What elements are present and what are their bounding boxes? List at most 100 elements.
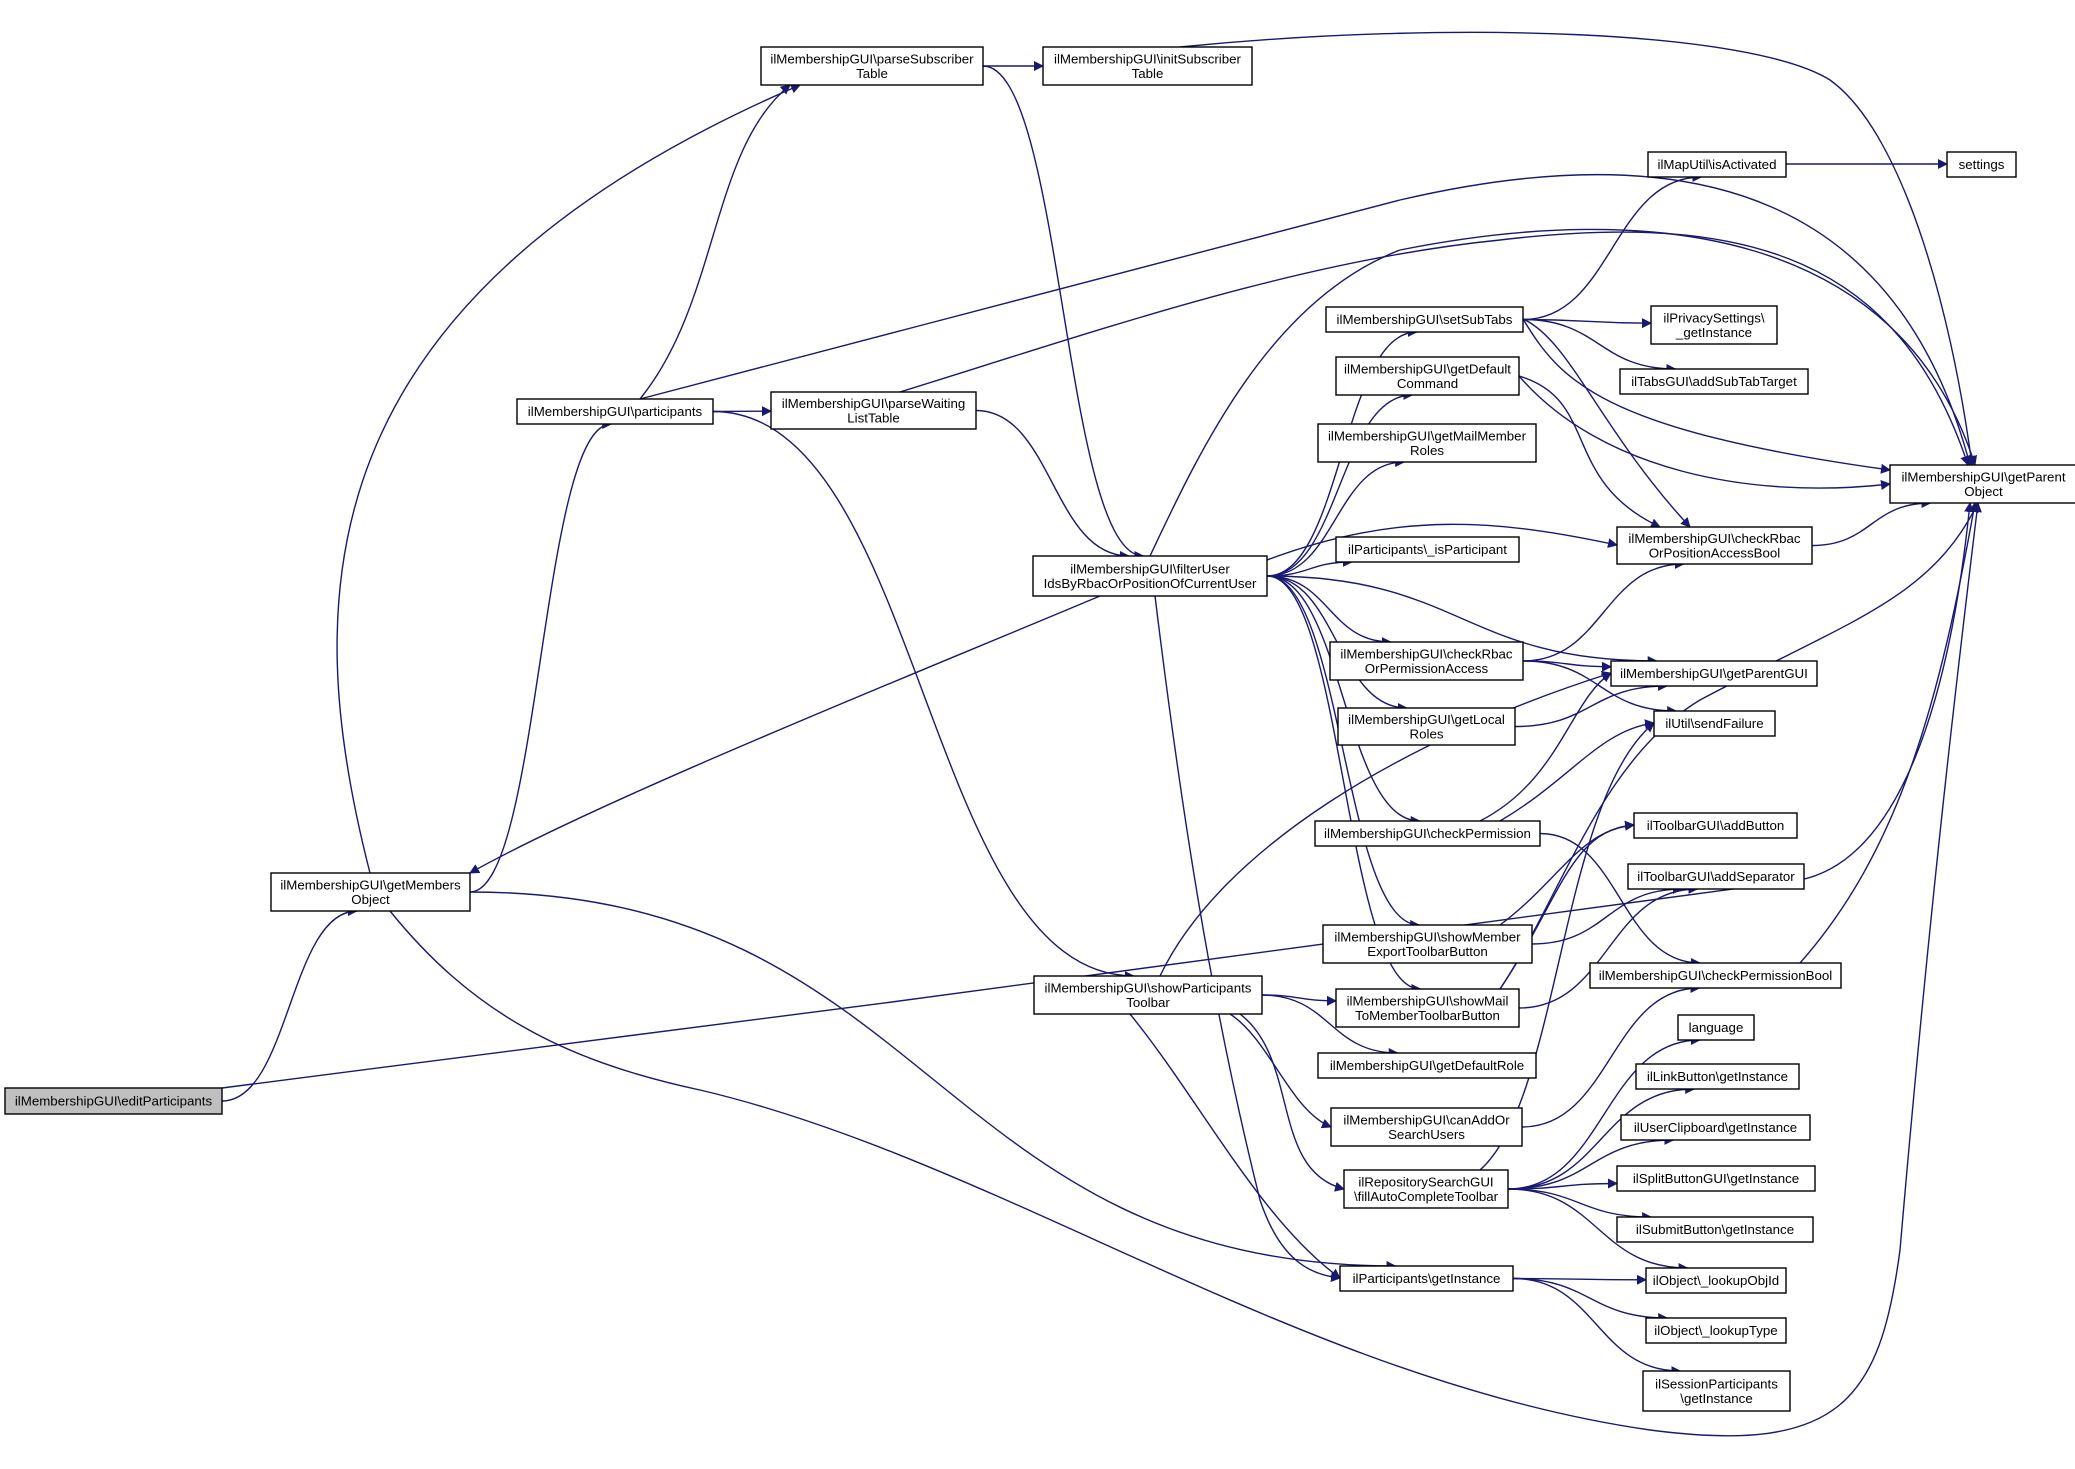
node-box [1620, 1114, 1811, 1141]
node-box [1335, 356, 1520, 396]
edge-checkRbacPerm-to-sendFailure [1522, 660, 1678, 716]
node-label: ilMembershipGUI\setSubTabs [1337, 312, 1513, 327]
edge-getMembers-to-participants [469, 419, 613, 893]
node-showMemberExp: ilMembershipGUI\showMemberExportToolbarB… [1322, 924, 1533, 964]
node-box [516, 398, 714, 425]
edge-showPartTb-to-fillAuto [1239, 1013, 1345, 1192]
node-checkPermBool: ilMembershipGUI\checkPermissionBool [1589, 962, 1842, 989]
edge-filterUser-to-getMembers [469, 595, 1101, 874]
node-getParentGui: ilMembershipGUI\getParentGUI [1610, 660, 1818, 687]
node-box [1616, 526, 1813, 565]
node-label: IdsByRbacOrPositionOfCurrentUser [1044, 576, 1257, 591]
node-lookupType: ilObject\_lookupType [1645, 1317, 1787, 1344]
node-showMailTb: ilMembershipGUI\showMailToMemberToolbarB… [1335, 988, 1520, 1028]
edge-fillAuto-to-linkButton [1507, 1084, 1696, 1190]
edge-filterUser-to-checkRbacPerm [1266, 575, 1392, 647]
node-privacy: ilPrivacySettings\_getInstance [1650, 305, 1778, 345]
node-label: ilMembershipGUI\checkRbac [1340, 646, 1513, 661]
node-tabsGui: ilTabsGUI\addSubTabTarget [1619, 368, 1809, 395]
node-label: ilRepositorySearchGUI [1358, 1174, 1493, 1189]
node-label: ilSessionParticipants [1655, 1376, 1778, 1391]
node-label: ilMembershipGUI\editParticipants [15, 1094, 213, 1109]
node-box [1653, 710, 1776, 737]
edge-setSubTabs-to-getParentObj [1522, 318, 1891, 474]
node-splitButton: ilSplitButtonGUI\getInstance [1616, 1165, 1816, 1192]
node-label: ilMembershipGUI\checkRbac [1628, 531, 1801, 546]
node-label: ilMembershipGUI\getLocal [1348, 712, 1505, 727]
edge-filterUser-to-getParentGui [1266, 575, 1658, 666]
node-addButton: ilToolbarGUI\addButton [1633, 812, 1798, 839]
node-partGetInst: ilParticipants\getInstance [1339, 1265, 1514, 1292]
edge-showPartTb-to-partGetInst [1129, 1013, 1341, 1279]
node-label: ilMembershipGUI\parseSubscriber [770, 51, 974, 66]
edge-fillAuto-to-lookupObjId [1507, 1188, 1689, 1273]
node-label: ilParticipants\_isParticipant [1348, 542, 1507, 557]
node-label: ilMembershipGUI\parseWaiting [782, 396, 966, 411]
node-checkPerm: ilMembershipGUI\checkPermission [1314, 820, 1541, 847]
edge-participants-to-parseSub [639, 84, 791, 400]
node-userClip: ilUserClipboard\getInstance [1620, 1114, 1811, 1141]
edge-checkPerm-to-checkPermBool [1539, 832, 1702, 968]
node-box [1616, 1216, 1814, 1243]
node-box [270, 872, 471, 912]
node-edit: ilMembershipGUI\editParticipants [4, 1087, 223, 1115]
edge-showPartTb-to-canAdd [1229, 1013, 1332, 1129]
node-label: ilPrivacySettings\ [1663, 310, 1765, 325]
node-box [1627, 863, 1805, 890]
node-label: ilMembershipGUI\getDefaultRole [1330, 1058, 1524, 1073]
node-label: language [1689, 1020, 1744, 1035]
node-label: ListTable [847, 410, 899, 425]
edge-showPartTb-to-getParentGui [1159, 670, 1612, 977]
node-box [1329, 641, 1524, 681]
node-getDefaultRole: ilMembershipGUI\getDefaultRole [1317, 1052, 1537, 1079]
node-setSubTabs: ilMembershipGUI\setSubTabs [1325, 306, 1524, 333]
edge-partGetInst-to-sessionPart [1512, 1277, 1682, 1376]
edge-filterUser-to-checkPerm [1266, 575, 1421, 826]
node-label: Roles [1410, 726, 1444, 741]
node-label: SearchUsers [1388, 1127, 1465, 1142]
node-lookupObjId: ilObject\_lookupObjId [1645, 1267, 1787, 1294]
node-submitButton: ilSubmitButton\getInstance [1616, 1216, 1814, 1243]
edge-setSubTabs-to-privacy [1522, 318, 1652, 329]
edge-partGetInst-to-lookupType [1512, 1277, 1669, 1323]
node-label: Command [1397, 376, 1458, 391]
node-box [1335, 988, 1520, 1028]
edge-getMembers-to-getParentObj [389, 502, 1982, 1437]
node-label: ilToolbarGUI\addSeparator [1637, 869, 1795, 884]
edge-showMailTb-to-getParentObj [1499, 502, 1979, 990]
edge-filterUser-to-getMailRoles [1266, 457, 1406, 577]
node-box [760, 46, 984, 86]
edge-getLocalRoles-to-getParentGui [1514, 681, 1669, 728]
node-language: language [1677, 1014, 1755, 1041]
node-sendFailure: ilUtil\sendFailure [1653, 710, 1776, 737]
node-box [1314, 820, 1541, 847]
node-box [1645, 1267, 1787, 1294]
node-box [1616, 1165, 1816, 1192]
edge-checkPermBool-to-getParentObj [1799, 502, 1979, 964]
node-label: OrPositionAccessBool [1649, 545, 1781, 560]
edge-filterUser-to-showMailTb [1266, 575, 1422, 994]
node-box [1946, 151, 2017, 178]
node-box [1317, 423, 1537, 463]
node-filterUser: ilMembershipGUI\filterUserIdsByRbacOrPos… [1032, 555, 1268, 597]
node-label: ilMembershipGUI\participants [528, 404, 703, 419]
node-fillAuto: ilRepositorySearchGUI\fillAutoCompleteTo… [1343, 1169, 1509, 1209]
edge-getMembers-to-parseSub [336, 83, 801, 874]
node-label: ilMembershipGUI\initSubscriber [1054, 51, 1242, 66]
edge-fillAuto-to-language [1507, 1035, 1701, 1190]
edge-participants-to-getParentObj [639, 173, 1973, 466]
node-box [1642, 1370, 1791, 1412]
node-label: Toolbar [1126, 995, 1170, 1010]
node-participants: ilMembershipGUI\participants [516, 398, 714, 425]
edge-showMemberExp-to-addSeparator [1531, 884, 1683, 945]
node-label: ilMembershipGUI\filterUser [1070, 561, 1230, 576]
node-box [1339, 1265, 1514, 1292]
node-box [1889, 464, 2075, 504]
node-label: ilMapUtil\isActivated [1658, 157, 1777, 172]
